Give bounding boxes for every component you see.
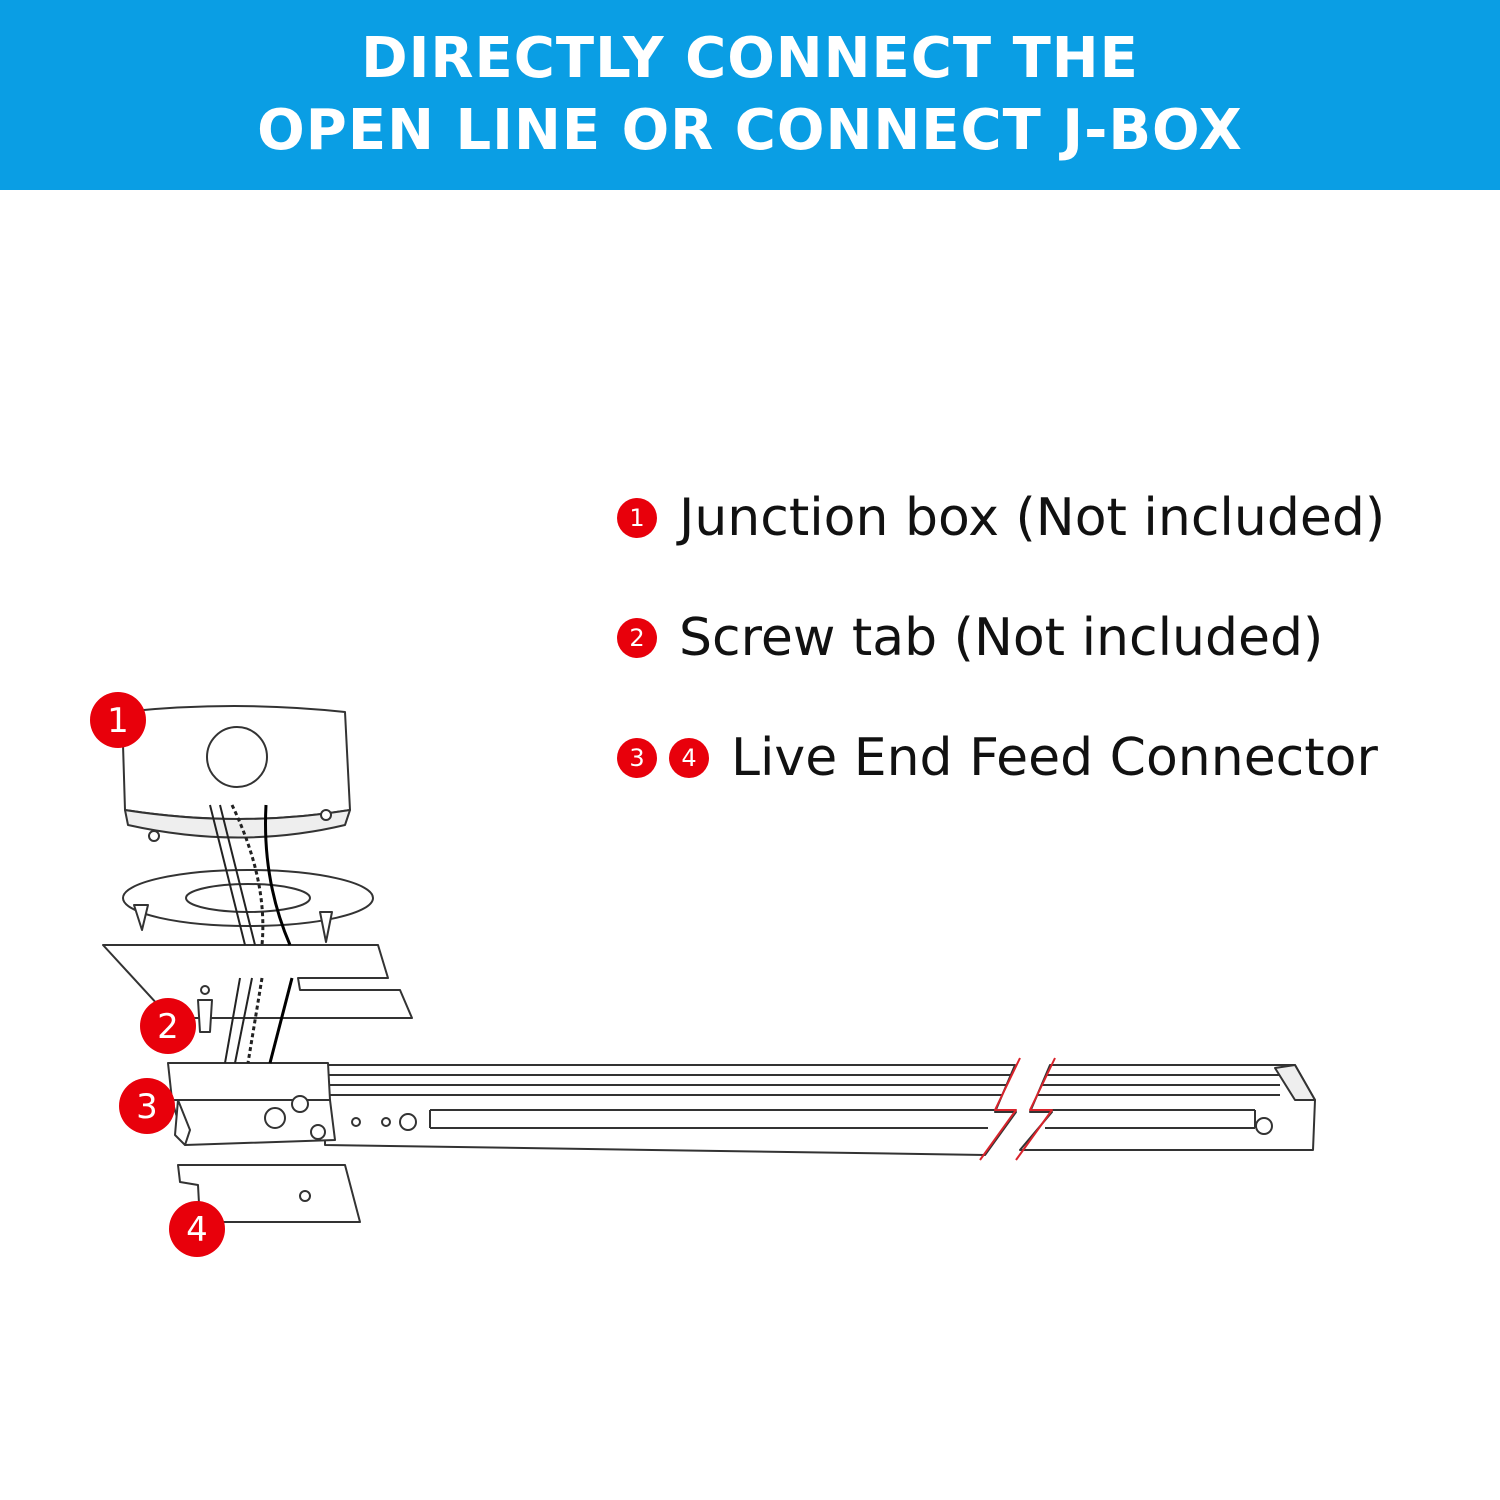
wires-drawing <box>209 804 294 1064</box>
legend-badge-2: 2 <box>617 618 657 658</box>
callout-1: 1 <box>90 692 146 748</box>
screw-tab-plate-drawing <box>102 944 413 1033</box>
legend-item-junction-box: 1 Junction box (Not included) <box>617 488 1385 548</box>
break-lines <box>979 1057 1056 1161</box>
track-rail-drawing <box>324 1064 1316 1156</box>
legend-item-live-end-feed: 3 4 Live End Feed Connector <box>617 728 1378 788</box>
legend-badge-1: 1 <box>617 498 657 538</box>
live-end-feed-connector-drawing <box>167 1062 336 1146</box>
legend-badge-3: 3 <box>617 738 657 778</box>
callout-2-label: 2 <box>157 1007 179 1047</box>
banner-title-line-1: DIRECTLY CONNECT THE <box>361 26 1139 91</box>
legend-text-junction-box: Junction box (Not included) <box>679 488 1386 548</box>
connector-cover-drawing <box>177 1164 361 1223</box>
callout-3: 3 <box>119 1078 175 1134</box>
legend-item-screw-tab: 2 Screw tab (Not included) <box>617 608 1323 668</box>
banner-title-line-2: OPEN LINE OR CONNECT J-BOX <box>257 98 1243 163</box>
legend-badge-4: 4 <box>669 738 709 778</box>
mounting-plate-drawing <box>122 869 374 943</box>
callout-1-label: 1 <box>107 701 129 741</box>
callout-3-label: 3 <box>136 1087 158 1127</box>
title-banner: DIRECTLY CONNECT THE OPEN LINE OR CONNEC… <box>0 0 1500 190</box>
legend-text-screw-tab: Screw tab (Not included) <box>679 608 1324 668</box>
legend-text-live-end-feed: Live End Feed Connector <box>731 728 1378 788</box>
junction-box-drawing <box>121 705 351 842</box>
callout-2: 2 <box>140 998 196 1054</box>
callout-4-label: 4 <box>186 1210 208 1250</box>
callout-4: 4 <box>169 1201 225 1257</box>
